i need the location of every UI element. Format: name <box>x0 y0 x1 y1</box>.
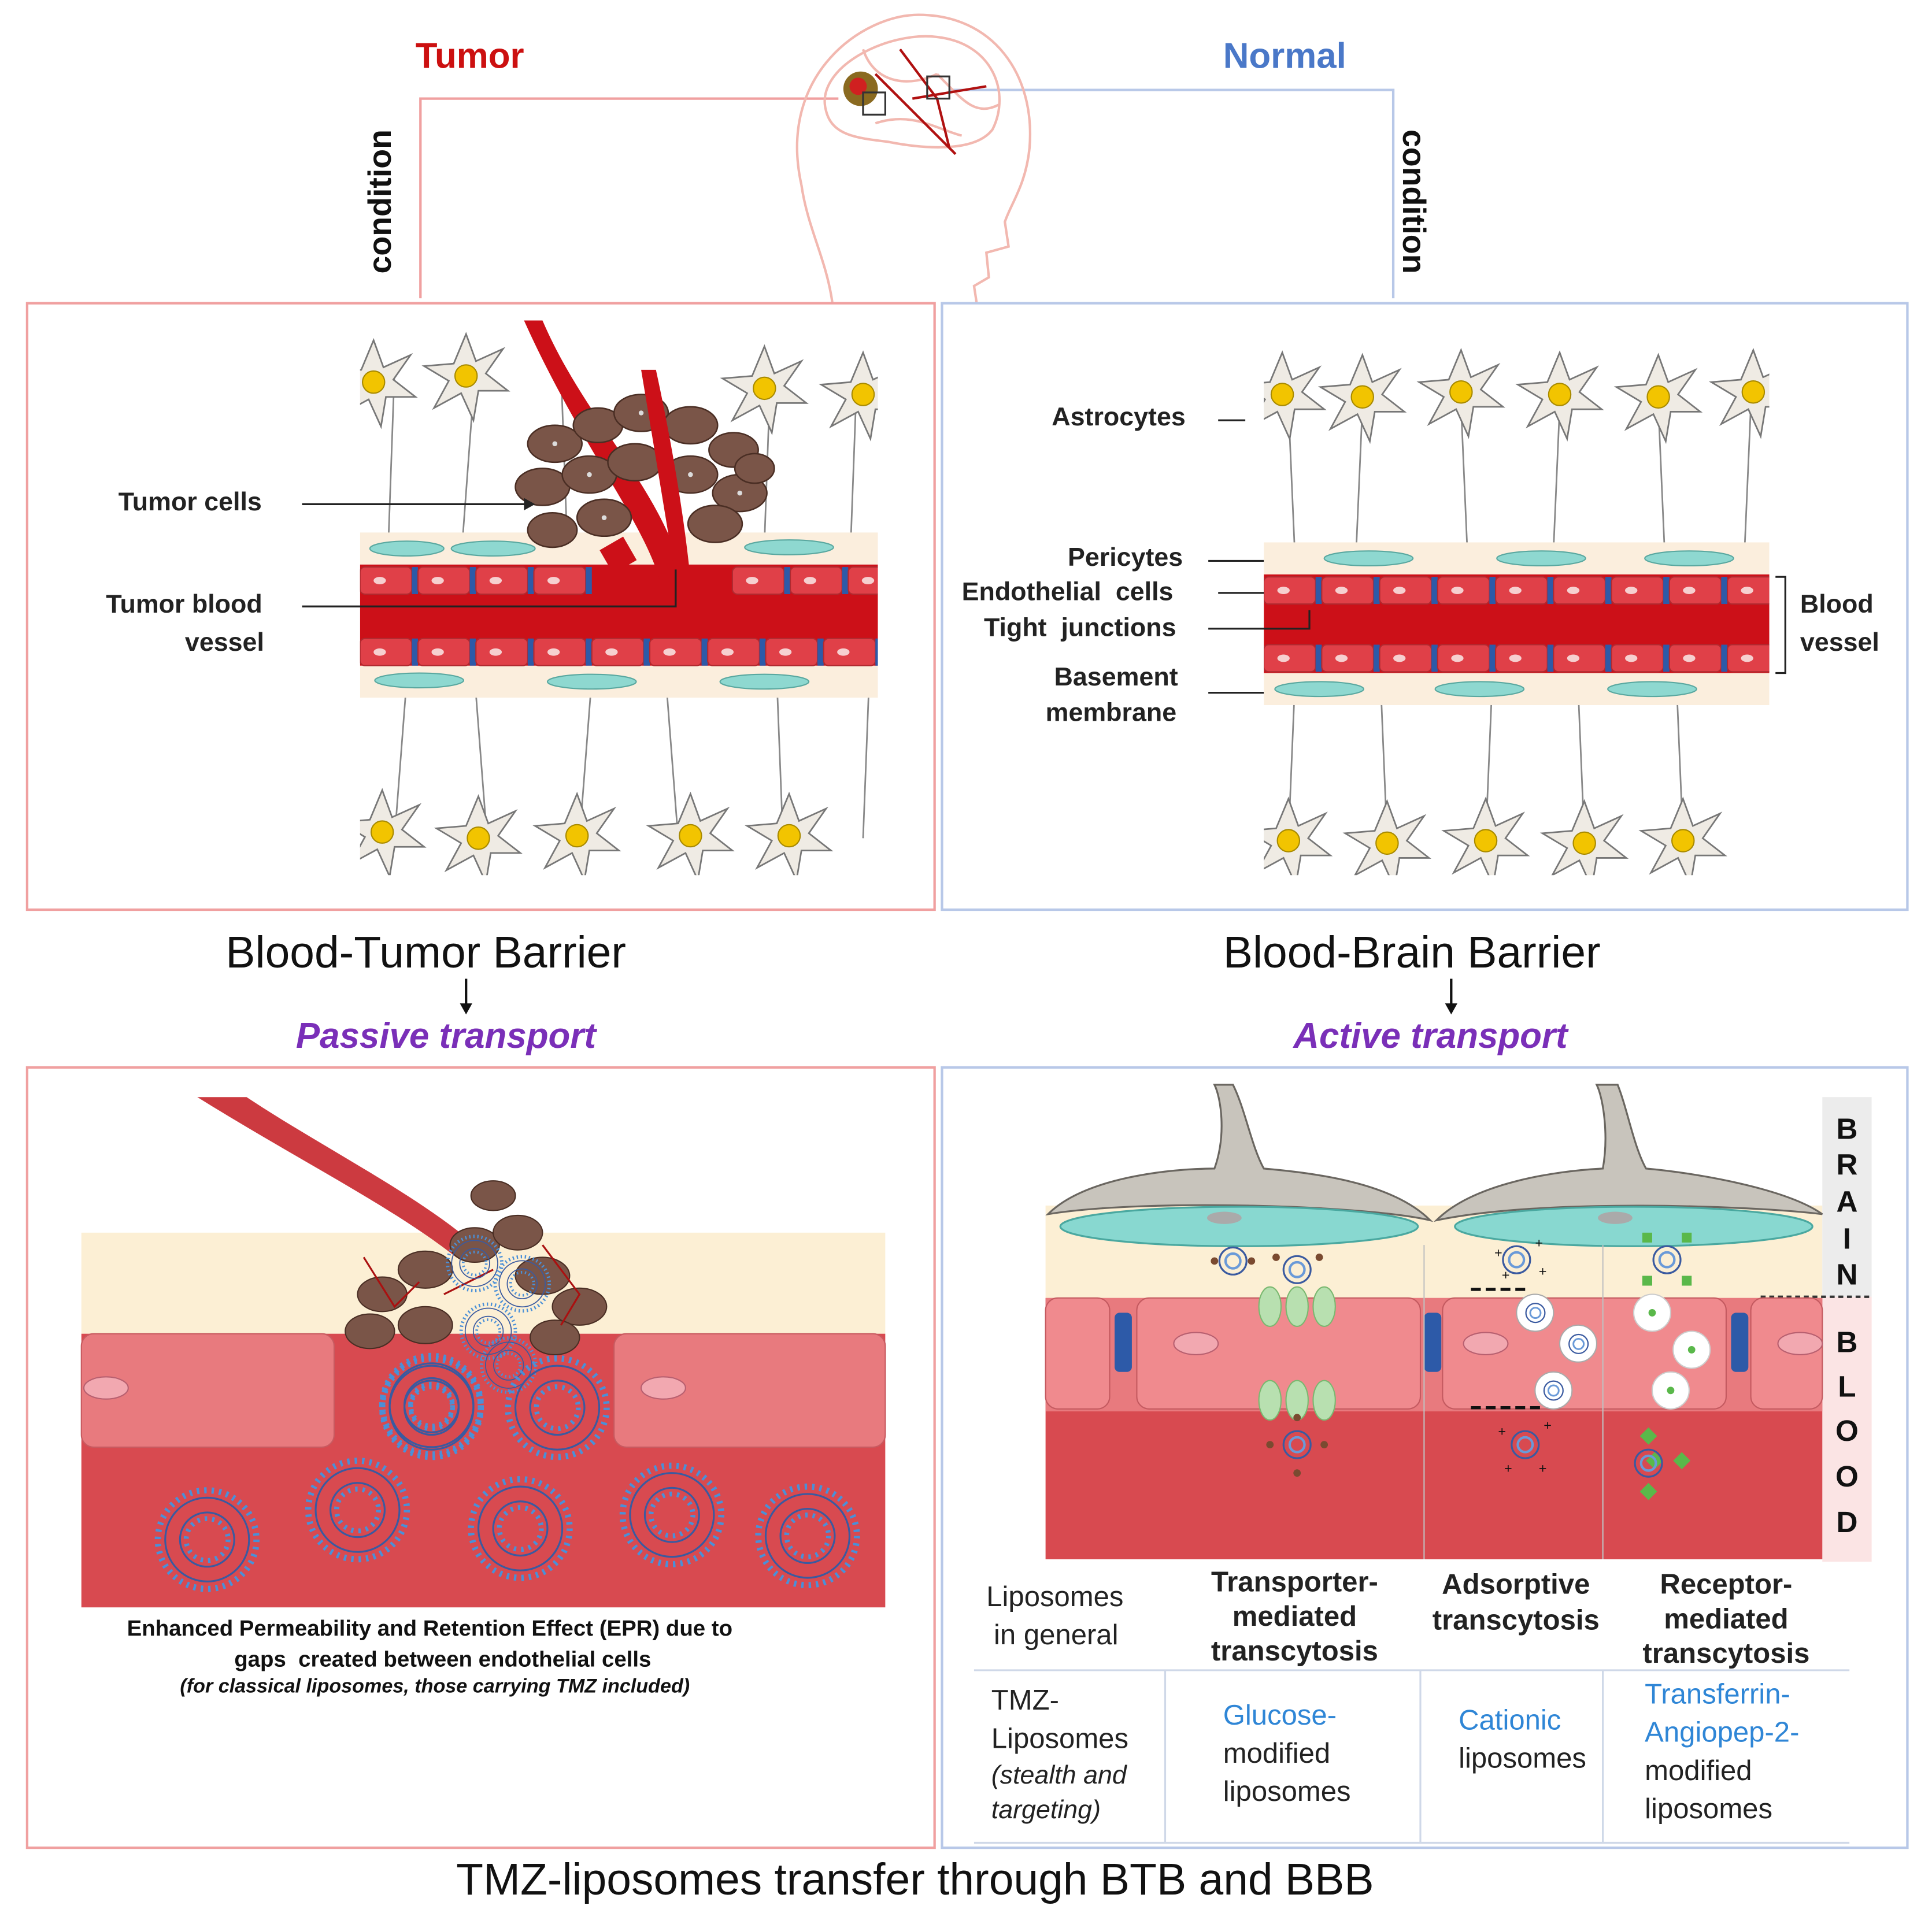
bbb-illustration <box>1208 349 1786 876</box>
passive-illustration <box>80 1097 886 1608</box>
active-transport-title: Active transport <box>1293 1017 1568 1056</box>
blood-vessel-label-1: Blood <box>1800 590 1874 619</box>
brain-letter-1: B <box>1836 1113 1858 1147</box>
btb-illustration <box>302 320 878 876</box>
pericyte-icon-1 <box>1059 1206 1419 1247</box>
passive-tumor-icon <box>345 1180 608 1356</box>
tumor-vessel-branch <box>524 320 684 580</box>
bbb-panel-frame <box>941 302 1909 911</box>
cationic-value: Cationic <box>1459 1703 1561 1736</box>
cationic-liposomes: liposomes <box>1459 1741 1586 1774</box>
tumor-zoom-box <box>862 91 886 116</box>
normal-zoom-box <box>926 75 950 100</box>
table-row2-label-b: Liposomes <box>991 1722 1129 1754</box>
head-outline-icon <box>795 13 1031 302</box>
svg-text:+: + <box>1494 1245 1502 1260</box>
svg-text:+: + <box>1539 1263 1547 1278</box>
table-row2-label-d: targeting) <box>991 1796 1101 1825</box>
astrocyte-endfeet-icon <box>1045 1084 1823 1222</box>
normal-label: Normal <box>1223 36 1346 77</box>
active-illustration: ++++ ++++ <box>1045 1084 1872 1562</box>
tumor-cells-label: Tumor cells <box>118 488 262 517</box>
svg-text:+: + <box>1535 1235 1543 1250</box>
table-row2-label-c: (stealth and <box>991 1761 1127 1790</box>
svg-text:+: + <box>1539 1461 1547 1476</box>
blood-letter-3: O <box>1835 1415 1859 1449</box>
passive-panel-frame <box>25 1066 936 1849</box>
tumor-label: Tumor <box>415 36 524 77</box>
tumor-vessel-label-1: Tumor blood <box>106 590 262 619</box>
receptor-liposomes: liposomes <box>1645 1792 1772 1825</box>
svg-text:+: + <box>1502 1267 1510 1282</box>
brain-letter-3: A <box>1836 1185 1858 1219</box>
btb-title: Blood-Tumor Barrier <box>225 926 626 978</box>
pericytes-label: Pericytes <box>1068 543 1183 572</box>
glucose-value: Glucose- <box>1223 1698 1337 1731</box>
brain-letter-4: I <box>1842 1222 1852 1256</box>
col2-header-b: transcytosis <box>1432 1603 1600 1636</box>
astrocytes-label: Astrocytes <box>1052 403 1186 432</box>
receptor-modified: modified <box>1645 1754 1752 1786</box>
transferrin-value: Transferrin- <box>1645 1677 1790 1710</box>
pericyte-icon-2 <box>1454 1206 1813 1247</box>
angiopep-value: Angiopep-2- <box>1645 1715 1800 1748</box>
passive-vessel-branch <box>197 1097 475 1258</box>
col1-header-a: Transporter- <box>1211 1565 1378 1598</box>
endothelial-label: Endothelial cells <box>961 578 1174 607</box>
passive-transport-title: Passive transport <box>295 1017 596 1056</box>
epr-line-2: gaps created between endothelial cells <box>234 1647 652 1672</box>
brain-letter-5: N <box>1836 1258 1858 1292</box>
basement-label-1: Basement <box>1054 663 1178 692</box>
svg-text:+: + <box>1544 1418 1552 1433</box>
svg-text:+: + <box>1498 1424 1506 1439</box>
epr-line-3: (for classical liposomes, those carrying… <box>180 1676 690 1697</box>
glucose-liposomes: liposomes <box>1223 1775 1351 1807</box>
glucose-modified: modified <box>1223 1737 1331 1769</box>
active-panel-frame <box>941 1066 1909 1849</box>
table-row1-label-a: Liposomes <box>986 1580 1124 1612</box>
brain-letter-2: R <box>1836 1148 1858 1182</box>
blood-vessel-label-2: vessel <box>1800 628 1879 657</box>
footer-title: TMZ-liposomes transfer through BTB and B… <box>456 1853 1374 1905</box>
blood-letter-5: D <box>1836 1506 1858 1540</box>
col3-header-a: Receptor- <box>1660 1567 1793 1600</box>
col3-header-b: mediated <box>1664 1602 1789 1635</box>
header-graphic <box>419 13 1395 302</box>
col3-header-c: transcytosis <box>1642 1637 1810 1669</box>
bbb-title: Blood-Brain Barrier <box>1223 926 1601 978</box>
epr-line-1: Enhanced Permeability and Retention Effe… <box>127 1616 733 1641</box>
col2-header-a: Adsorptive <box>1442 1567 1590 1600</box>
blood-letter-4: O <box>1835 1460 1859 1494</box>
svg-text:+: + <box>1504 1461 1512 1476</box>
blood-letter-2: L <box>1838 1370 1856 1404</box>
blood-letter-1: B <box>1836 1326 1858 1360</box>
middle-arrows <box>460 978 1457 1015</box>
tight-junctions-label: Tight junctions <box>983 614 1176 643</box>
table-row2-label-a: TMZ- <box>991 1684 1059 1716</box>
table-dividers <box>974 1669 1850 1844</box>
tumor-vessel-label-2: vessel <box>184 628 264 657</box>
col1-header-b: mediated <box>1232 1600 1357 1632</box>
table-row1-label-b: in general <box>994 1618 1119 1651</box>
basement-label-2: membrane <box>1045 699 1177 728</box>
col1-header-c: transcytosis <box>1211 1634 1378 1667</box>
btb-panel-frame <box>25 302 936 911</box>
